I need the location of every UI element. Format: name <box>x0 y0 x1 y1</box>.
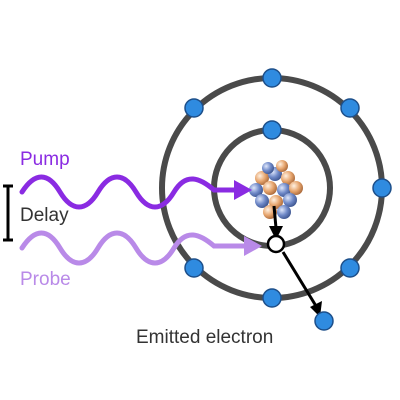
delay-label: Delay <box>20 205 69 226</box>
proton <box>255 171 269 185</box>
electron <box>184 258 204 278</box>
proton <box>289 181 303 195</box>
nucleus <box>249 160 303 219</box>
neutron <box>262 162 274 174</box>
neutron <box>277 205 291 219</box>
electron <box>262 68 282 88</box>
emitted-electron-dot <box>314 311 334 331</box>
pump-wave <box>19 174 241 210</box>
neutron <box>255 194 269 208</box>
pump-label: Pump <box>20 149 70 170</box>
probe-wave <box>19 230 251 266</box>
emitted-electron-label: Emitted electron <box>136 327 273 348</box>
core-hole <box>266 234 286 254</box>
transition-arrow <box>272 205 278 229</box>
electron <box>184 98 204 118</box>
neutron <box>249 183 263 197</box>
electron <box>372 178 392 198</box>
pump-arrowhead <box>234 180 252 200</box>
electron <box>262 288 282 308</box>
proton <box>263 181 277 195</box>
emission-arrow <box>281 251 318 307</box>
inner-shell-electrons <box>262 120 282 140</box>
proton <box>276 160 288 172</box>
probe-label: Probe <box>20 269 71 290</box>
transition-arrowhead <box>269 226 283 240</box>
electron <box>340 98 360 118</box>
electron <box>262 120 282 140</box>
delay-bracket <box>3 184 13 242</box>
electron <box>340 258 360 278</box>
outer-shell-electrons <box>184 68 392 308</box>
neutron <box>283 193 297 207</box>
proton <box>281 171 295 185</box>
probe-arrowhead <box>244 236 262 256</box>
